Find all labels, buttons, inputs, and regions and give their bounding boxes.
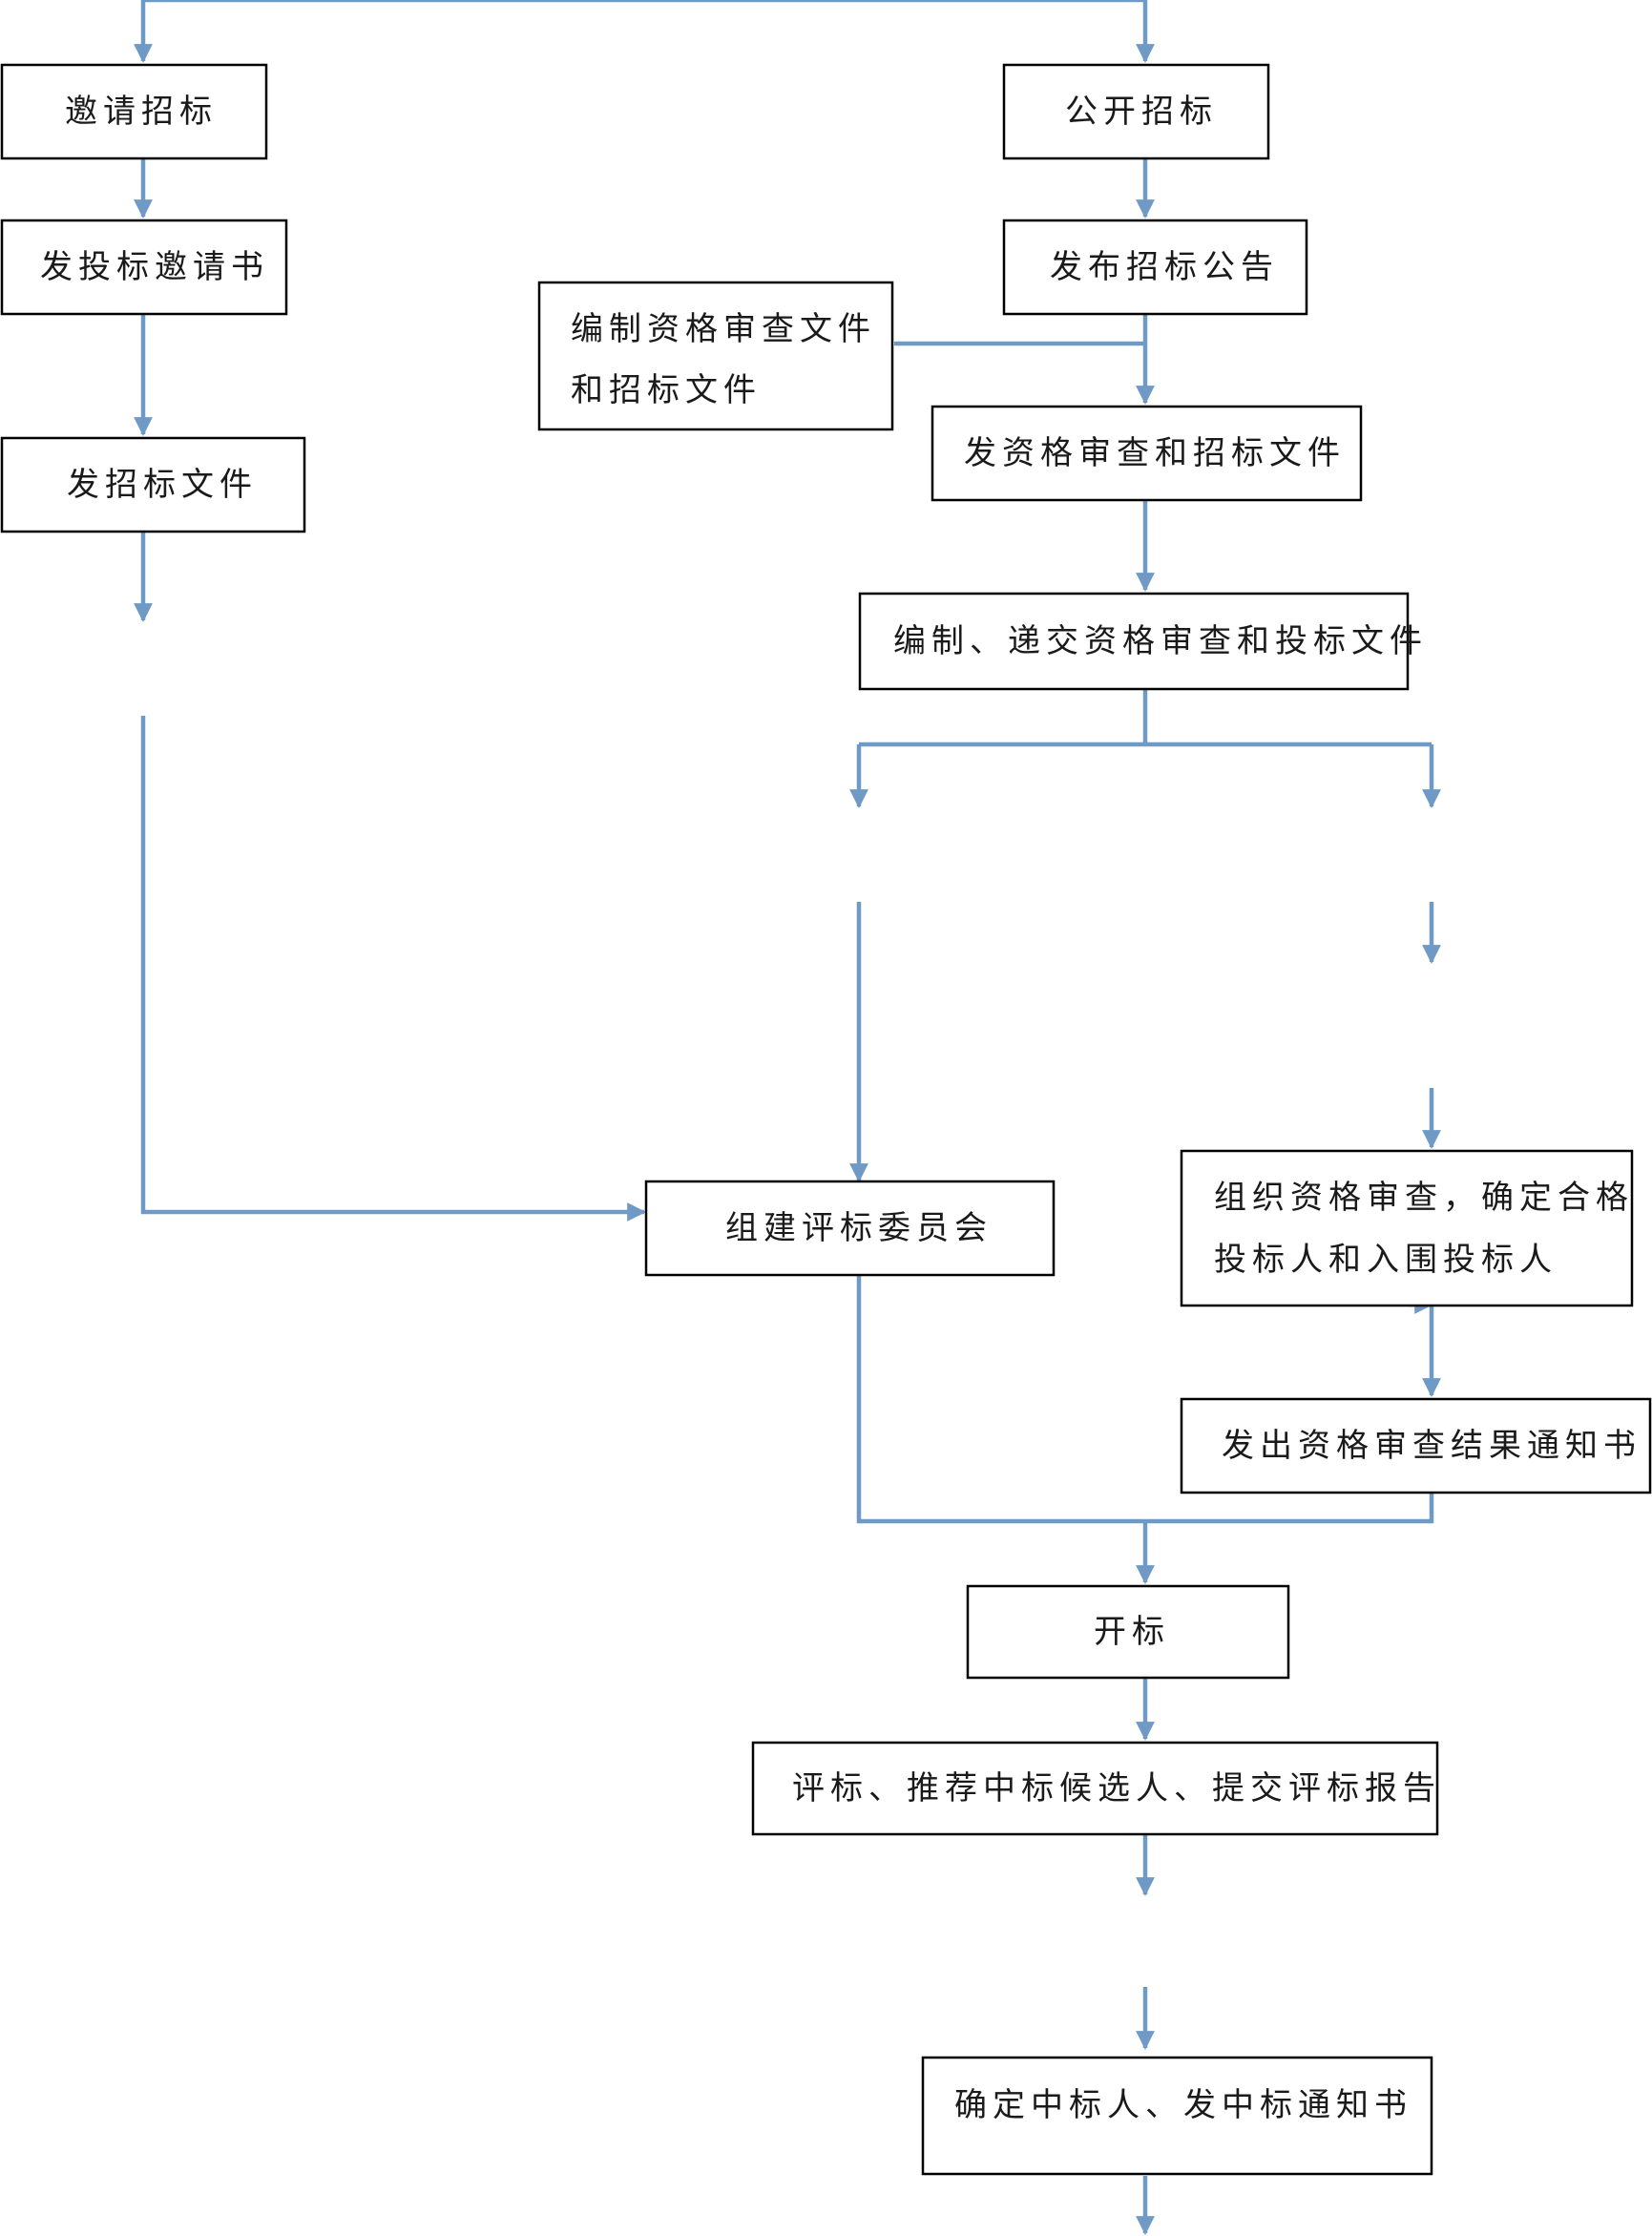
node-form-committee: 组建评标委员会 — [644, 1180, 1056, 1277]
node-prequal-review-label-line1: 组织资格审查，确定合格 — [1214, 1179, 1634, 1217]
node-form-committee-label: 组建评标委员会 — [725, 1209, 993, 1247]
node-bid-opening: 开标 — [966, 1584, 1290, 1680]
node-prequal-review-label-line2: 投标人和入围投标人 — [1214, 1241, 1558, 1279]
node-issue-prequal-docs: 发资格审查和招标文件 — [931, 405, 1363, 502]
node-invite-tender: 邀请招标 — [0, 63, 268, 160]
line-submit-split — [859, 690, 1432, 747]
node-award-label: 确定中标人、发中标通知书 — [954, 2086, 1412, 2124]
node-evaluation: 评标、推荐中标候选人、提交评标报告 — [751, 1741, 1441, 1836]
node-bid-opening-label: 开标 — [1094, 1613, 1170, 1651]
node-award: 确定中标人、发中标通知书 — [921, 2056, 1433, 2176]
node-prepare-docs: 编制资格审查文件 和招标文件 — [537, 281, 894, 431]
node-send-invitation-label: 发投标邀请书 — [40, 248, 269, 286]
node-publish-notice: 发布招标公告 — [1002, 219, 1308, 316]
node-send-tender-docs: 发招标文件 — [0, 436, 306, 533]
node-prequal-result-notice: 发出资格审查结果通知书 — [1180, 1397, 1652, 1494]
node-prepare-docs-label-line2: 和招标文件 — [571, 371, 762, 409]
node-submit-docs: 编制、递交资格审查和投标文件 — [858, 592, 1428, 691]
node-prepare-docs-label-line1: 编制资格审查文件 — [571, 310, 876, 348]
arrow-left-branch-to-committee — [140, 716, 646, 1222]
connectors — [134, 0, 1441, 2235]
node-invite-tender-label: 邀请招标 — [65, 93, 218, 131]
node-open-tender: 公开招标 — [1002, 63, 1270, 160]
node-prequal-review: 组织资格审查，确定合格 投标人和入围投标人 — [1180, 1149, 1634, 1307]
node-prequal-result-notice-label: 发出资格审查结果通知书 — [1222, 1427, 1642, 1465]
node-evaluation-label: 评标、推荐中标候选人、提交评标报告 — [792, 1769, 1441, 1808]
node-issue-prequal-docs-label: 发资格审查和招标文件 — [964, 434, 1346, 472]
node-send-tender-docs-label: 发招标文件 — [67, 466, 258, 504]
node-publish-notice-label: 发布招标公告 — [1050, 248, 1279, 286]
node-send-invitation: 发投标邀请书 — [0, 219, 288, 316]
node-open-tender-label: 公开招标 — [1065, 93, 1218, 131]
node-submit-docs-label: 编制、递交资格审查和投标文件 — [893, 622, 1428, 660]
